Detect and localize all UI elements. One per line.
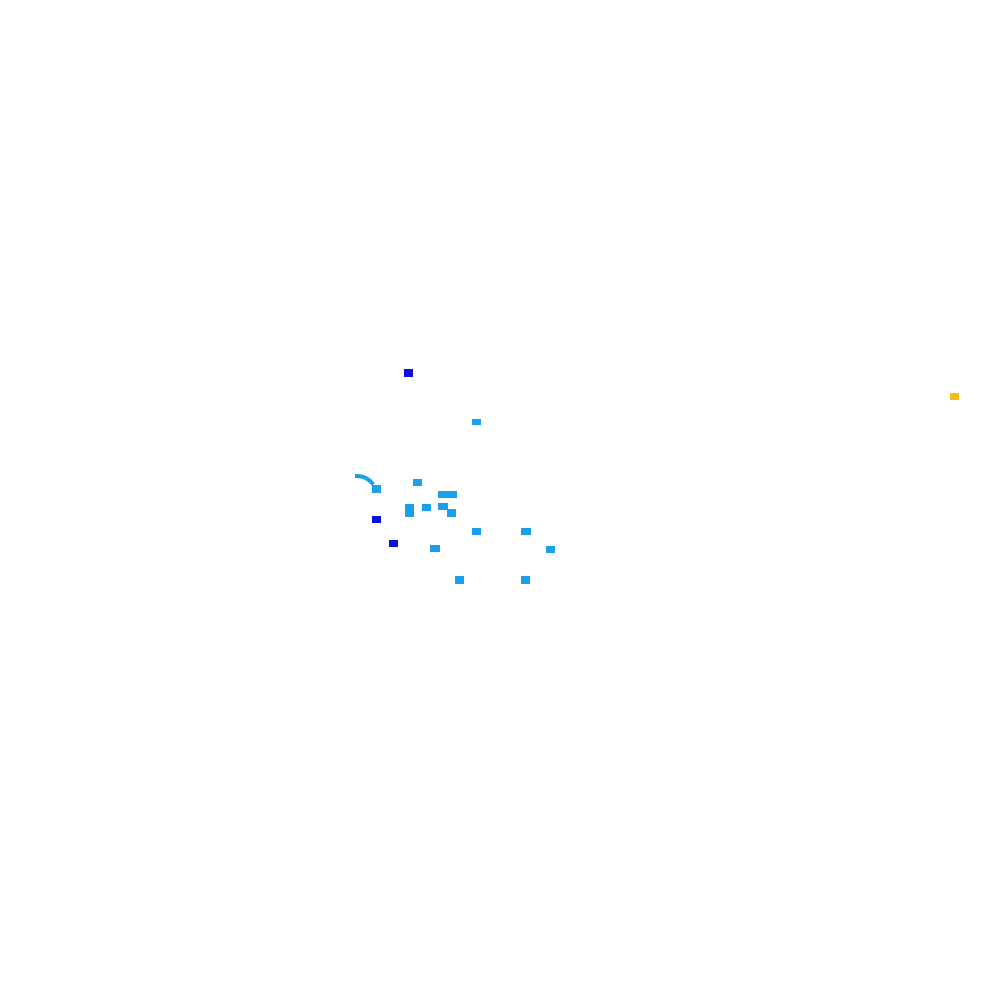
light-blue-bar [438,491,457,498]
light-blue-square [413,479,422,486]
dark-blue-square [372,516,381,523]
gold-square [950,393,959,400]
light-blue-square [405,504,414,517]
light-blue-square [438,503,448,510]
light-blue-square [546,546,555,553]
light-blue-square [455,576,464,584]
light-blue-square [472,419,481,425]
light-blue-square [430,545,440,552]
dark-blue-square [404,369,413,377]
light-blue-square [521,576,530,584]
light-blue-square [521,528,531,535]
light-blue-square [422,504,431,511]
light-blue-square [472,528,481,535]
light-blue-square [447,509,456,517]
dark-blue-square [389,540,398,547]
light-blue-curve [354,473,375,486]
light-blue-square [372,485,381,493]
